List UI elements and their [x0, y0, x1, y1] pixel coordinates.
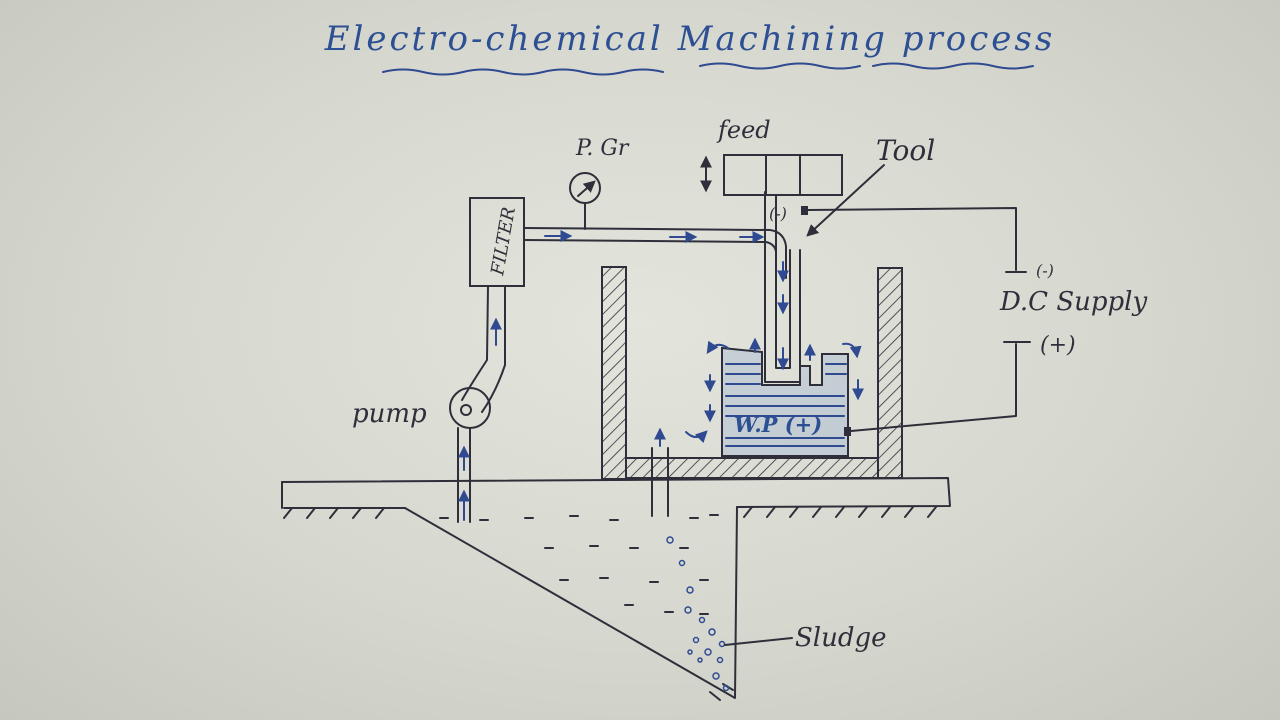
dc-wire-negative — [807, 207, 1017, 271]
base-slab — [281, 477, 951, 509]
dc-negative-label: (-) — [1036, 261, 1054, 280]
tool-label: Tool — [876, 134, 935, 167]
ground-hatch — [283, 506, 937, 519]
pump-line — [461, 285, 506, 413]
filter — [469, 197, 525, 287]
chamber-right-wall — [877, 267, 903, 479]
dc-wire-positive — [850, 343, 1017, 432]
feed-label: feed — [716, 116, 771, 144]
sump-tank — [404, 506, 738, 699]
diagram-title: Electro-chemical Machining process — [324, 19, 1056, 59]
chamber-floor — [625, 457, 879, 479]
title-underline — [382, 62, 1034, 76]
tool-polarity: (-) — [769, 204, 787, 223]
chamber-left-wall — [601, 266, 627, 480]
dc-supply-label: D.C Supply — [999, 287, 1148, 317]
tool-leader — [806, 164, 885, 237]
pressure-gauge — [569, 172, 601, 230]
filter-label: FILTER — [487, 205, 520, 277]
feed-head — [723, 154, 843, 196]
sludge-leader — [724, 637, 793, 646]
sludge-particles — [666, 536, 730, 692]
pressure-gauge-label: P. Gr — [575, 136, 630, 161]
workpiece-label: W.P (+) — [734, 412, 822, 437]
pump-label: pump — [352, 399, 427, 429]
workpiece — [721, 346, 849, 457]
sludge-label: Sludge — [795, 623, 887, 653]
dc-positive-label: (+) — [1040, 333, 1076, 358]
tool-terminal — [801, 206, 808, 215]
supply-pipe — [523, 227, 787, 279]
wp-terminal — [844, 427, 851, 436]
sump-electrolyte — [439, 514, 719, 615]
suction-pipe — [457, 427, 471, 523]
